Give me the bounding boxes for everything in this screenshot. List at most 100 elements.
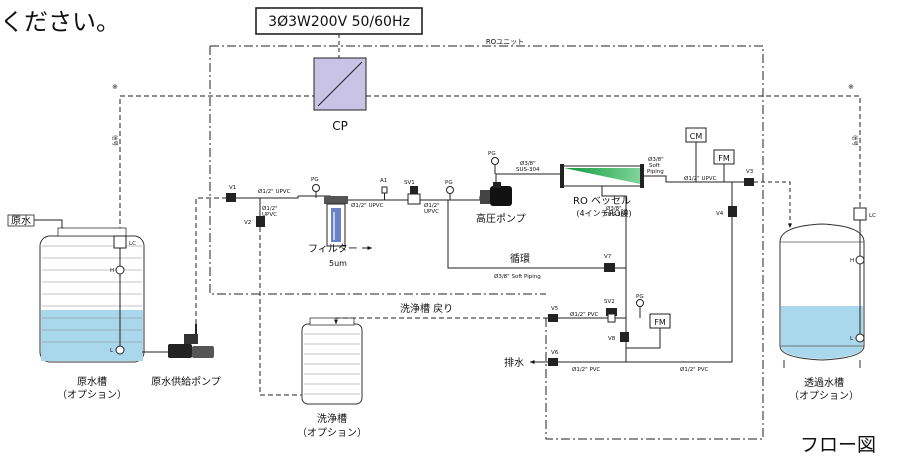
ro-vessel (560, 164, 644, 188)
signal-line-right (366, 95, 861, 208)
wash-tank-outlet-line (259, 227, 302, 396)
pg-label-4: PG (636, 294, 644, 300)
signal-label-left: 信号 (111, 135, 119, 147)
fm-sensor-line-2 (626, 328, 661, 349)
sv2-label: SV2 (604, 299, 615, 305)
pipe-label-soft-piping: Ø3/8" Soft Piping (494, 273, 541, 280)
v5-valve (548, 314, 558, 322)
v4-valve (728, 206, 737, 217)
circulation-label: 循環 (510, 252, 530, 265)
pipe-label-soft-3: Piping (647, 169, 664, 175)
drain-label: 排水 (504, 356, 524, 369)
note-mark-right: ※ (848, 83, 854, 91)
permeate-tank-lc-label: LC (869, 213, 876, 219)
raw-water-tank (39, 227, 145, 363)
pipe-label-pvc-3: Ø1/2" PVC (680, 366, 709, 373)
hp-pump-label: 高圧ポンプ (476, 212, 526, 225)
pipe-label-upvc-2: Ø1/2" UPVC (351, 202, 384, 209)
wash-return-line (334, 317, 548, 324)
wash-tank (301, 317, 363, 405)
raw-tank-level-sensor (113, 235, 127, 355)
pg-gauge-2 (446, 186, 454, 200)
cm-sensor-label: CM (690, 132, 703, 141)
raw-tank-l-label: L (110, 348, 114, 354)
figure-label: フロー図 (800, 434, 877, 456)
v2-label: V2 (244, 220, 251, 226)
pg-label-3: PG (488, 151, 496, 157)
pg-label-2: PG (445, 180, 453, 186)
pipe-label-upvc-3: Ø1/2" UPVC (684, 175, 717, 182)
filter-housing (324, 196, 348, 247)
pipe-label-sus-2: SUS-304 (516, 167, 540, 173)
pg-label-1: PG (311, 177, 319, 183)
fm-sensor-label-2: FM (654, 318, 666, 327)
pipe-label-pvc-2: Ø1/2" PVC (572, 366, 601, 373)
raw-tank-lc-label: LC (129, 241, 136, 247)
v5-label: V5 (551, 306, 559, 312)
filter-size: 5um (329, 259, 347, 268)
v3-valve (744, 178, 754, 186)
cp-label: CP (332, 119, 348, 133)
v8-label: V8 (608, 336, 616, 342)
permeate-line (644, 175, 744, 183)
pipe-label-conc-2: SUS-304 (604, 212, 628, 218)
power-supply-label: 3Ø3W200V 50/60Hz (268, 14, 410, 30)
a1-label: A1 (380, 178, 387, 184)
ro-vessel-sub: (4インチRO膜) (576, 208, 631, 218)
pg-gauge-1 (312, 184, 320, 198)
sv1-valve (407, 186, 421, 205)
concentrate-line (601, 186, 627, 362)
hp-pump-outlet-line (495, 173, 562, 182)
v8-valve (620, 332, 629, 342)
sv2-valve (606, 308, 617, 323)
feed-line (195, 197, 226, 324)
raw-tank-h-label: H (110, 268, 114, 274)
permeate-tank-h-label: H (850, 258, 854, 264)
v6-label: V6 (551, 350, 559, 356)
v1-valve (226, 193, 236, 202)
wash-return-label: 洗浄槽 戻り (400, 302, 453, 315)
permeate-tank-level-sensor (853, 207, 867, 343)
ro-unit-boundary (210, 45, 764, 440)
v2-valve (256, 216, 265, 227)
pipe-label-upvc-1: Ø1/2" UPVC (258, 188, 291, 195)
pipe-label-half-1: Ø1/2" (424, 202, 440, 209)
signal-line-left (119, 95, 314, 232)
pipe-label-soft-2: Soft (649, 163, 661, 169)
pipe-label-conc-1: Ø3/8" (606, 205, 622, 212)
signal-label-right: 信号 (851, 135, 859, 147)
ro-unit-boundary-left (209, 46, 546, 295)
high-pressure-pump (480, 182, 512, 206)
pipe-label-half-2: UPVC (424, 209, 439, 215)
permeate-tank-option: （オプション） (789, 390, 859, 402)
v4-branch-lower (546, 217, 733, 363)
pg-gauge-4 (636, 299, 644, 318)
wash-tank-name: 洗浄槽 (317, 412, 347, 425)
feed-pump (168, 324, 214, 358)
ro-unit-label: ROユニット (486, 38, 524, 46)
pipe-label-pvc-1: Ø1/2" PVC (570, 311, 599, 318)
v4-label: V4 (716, 211, 724, 217)
filter-label: フィルター (308, 243, 358, 255)
power-supply-box (255, 7, 423, 35)
pg-gauge-3 (491, 157, 499, 174)
raw-tank-option: （オプション） (57, 389, 127, 401)
header-text-fragment: ください。 (0, 8, 120, 36)
permeate-to-tank-line (754, 181, 792, 228)
pipe-label-sus-1: Ø3/8" (520, 160, 536, 167)
sv1-label: SV1 (404, 180, 415, 186)
circulation-line (447, 200, 626, 269)
v7-label: V7 (604, 254, 612, 260)
v3-label: V3 (746, 169, 754, 175)
ro-vessel-label: RO ベッセル (573, 195, 631, 207)
fm-sensor-label-1: FM (718, 154, 730, 163)
v7-valve (604, 263, 615, 272)
pipe-label-v2-2: UPVC (262, 212, 277, 218)
raw-water-inlet-label: 原水 (11, 215, 31, 227)
permeate-tank (779, 223, 865, 368)
wash-tank-option: （オプション） (297, 427, 367, 439)
pipe-label-soft-1: Ø3/8" (648, 156, 664, 163)
note-mark-left: ※ (112, 83, 118, 91)
